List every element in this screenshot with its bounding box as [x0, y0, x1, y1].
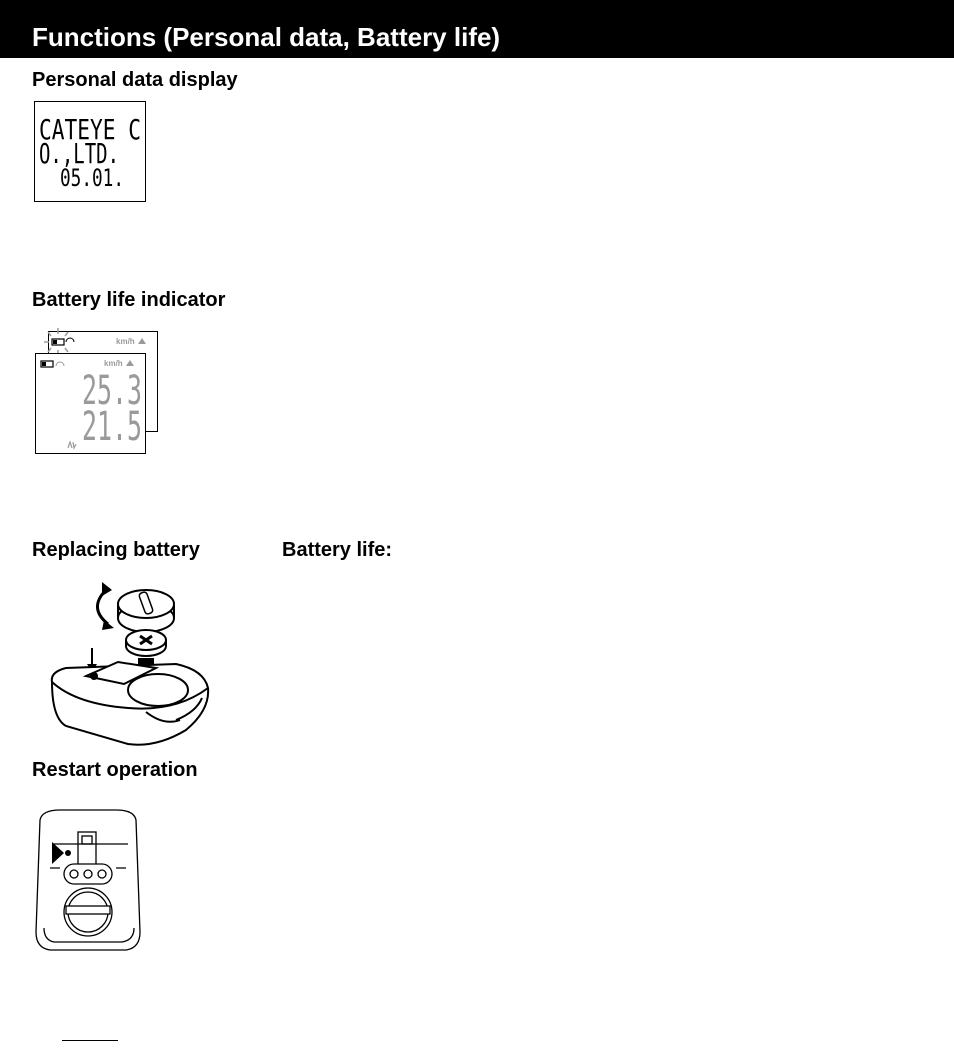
heading-personal-data: Personal data display — [32, 69, 238, 91]
battery-icon — [40, 360, 65, 368]
reset-pointer-icon — [52, 842, 64, 864]
heading-battery-indicator: Battery life indicator — [32, 289, 226, 311]
restart-figure — [35, 809, 141, 951]
personal-data-lcd-figure: CATEYE C O.,LTD. 05.01. — [34, 101, 146, 202]
coin-battery-icon — [125, 629, 167, 657]
computer-body-icon — [50, 660, 210, 746]
heading-battery-life: Battery life: — [282, 539, 393, 561]
front-unit-label: km/h — [104, 359, 123, 368]
heading-replacing-battery: Replacing battery — [32, 539, 200, 561]
header-bar — [0, 0, 954, 58]
heading-restart-operation: Restart operation — [32, 759, 198, 781]
rotate-arrows-icon — [96, 582, 114, 630]
flashing-battery-icon — [44, 328, 75, 356]
battery-indicator-figure: km/h km/h 25.3 21.5 — [35, 328, 158, 454]
lcd-line-1: CATEYE C — [39, 113, 141, 146]
lcd-line-2: O.,LTD. — [39, 137, 119, 170]
back-unit-label: km/h — [116, 337, 135, 346]
lcd-line-3: 05.01. — [60, 164, 124, 192]
computer-back-icon — [35, 809, 141, 951]
speed-readout: 25.3 — [82, 368, 142, 414]
reset-button-icon — [65, 850, 71, 856]
distance-readout: 21.5 — [82, 404, 142, 450]
page-title: Functions (Personal data, Battery life) — [32, 22, 501, 52]
battery-replacement-figure — [50, 582, 210, 746]
battery-cover-icon — [117, 589, 175, 633]
footer-rule — [62, 1040, 118, 1041]
